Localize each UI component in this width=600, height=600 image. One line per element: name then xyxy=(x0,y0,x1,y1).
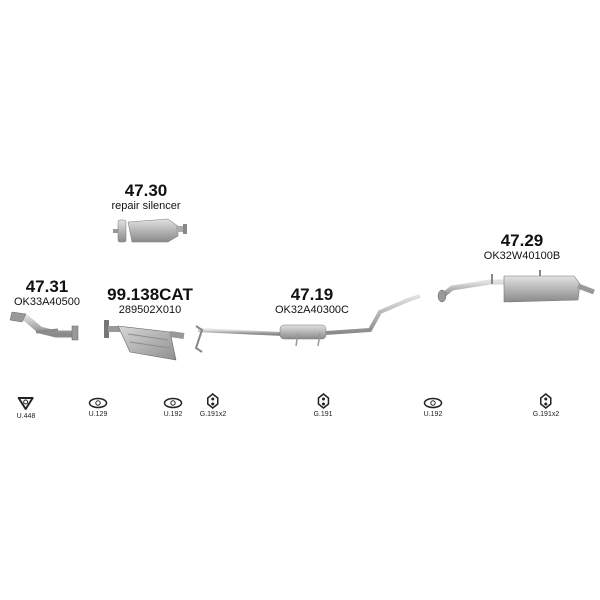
gasket-g191x2-rear: G.191x2 xyxy=(533,393,559,419)
catalytic-converter-part xyxy=(104,320,185,361)
gasket-u129: U.129 xyxy=(88,397,108,419)
gasket-label: G.191 xyxy=(313,411,333,418)
gasket-label: U.192 xyxy=(423,411,443,418)
part-number: 99.138CAT xyxy=(107,285,193,304)
part-code: OK32W40100B xyxy=(483,250,561,262)
rubber-hanger-icon xyxy=(540,393,552,409)
oval-gasket-icon xyxy=(163,397,183,409)
part-code: OK33A40500 xyxy=(13,296,81,308)
gasket-u192-rear: U.192 xyxy=(423,397,443,419)
gasket-u192: U.192 xyxy=(163,397,183,419)
part-label-47-29: 47.29 OK32W40100B xyxy=(484,232,560,263)
middle-pipe-part xyxy=(194,294,421,353)
part-code: 289502X010 xyxy=(118,304,182,316)
part-label-47-19: 47.19 OK32A40300C xyxy=(275,286,349,317)
part-number: 47.29 xyxy=(500,231,544,250)
triangle-gasket-icon xyxy=(18,397,34,410)
part-label-99-138cat: 99.138CAT 289502X010 xyxy=(107,286,193,317)
part-number: 47.30 xyxy=(124,181,168,200)
gasket-label: G.191x2 xyxy=(199,411,227,418)
gasket-u448: U.448 xyxy=(16,395,36,421)
gasket-label: G.191x2 xyxy=(532,411,560,418)
oval-gasket-icon xyxy=(88,397,108,409)
gasket-g191x2-front: G.191x2 xyxy=(200,393,226,419)
oval-gasket-icon xyxy=(423,397,443,409)
part-label-47-30: 47.30 repair silencer xyxy=(111,182,180,213)
part-number: 47.31 xyxy=(25,277,69,296)
gasket-label: U.448 xyxy=(16,413,36,420)
front-pipe-part xyxy=(9,311,79,341)
part-number: 47.19 xyxy=(290,285,334,304)
gasket-label: U.192 xyxy=(163,411,183,418)
repair-silencer-part xyxy=(113,218,187,243)
gasket-label: U.129 xyxy=(88,411,108,418)
part-code: OK32A40300C xyxy=(275,304,349,316)
gasket-g191: G.191 xyxy=(313,393,333,419)
rubber-hanger-icon xyxy=(207,393,219,409)
part-code: repair silencer xyxy=(111,200,181,212)
part-label-47-31: 47.31 OK33A40500 xyxy=(14,278,80,309)
rear-silencer-part xyxy=(437,270,595,303)
rubber-hanger-icon xyxy=(317,393,329,409)
